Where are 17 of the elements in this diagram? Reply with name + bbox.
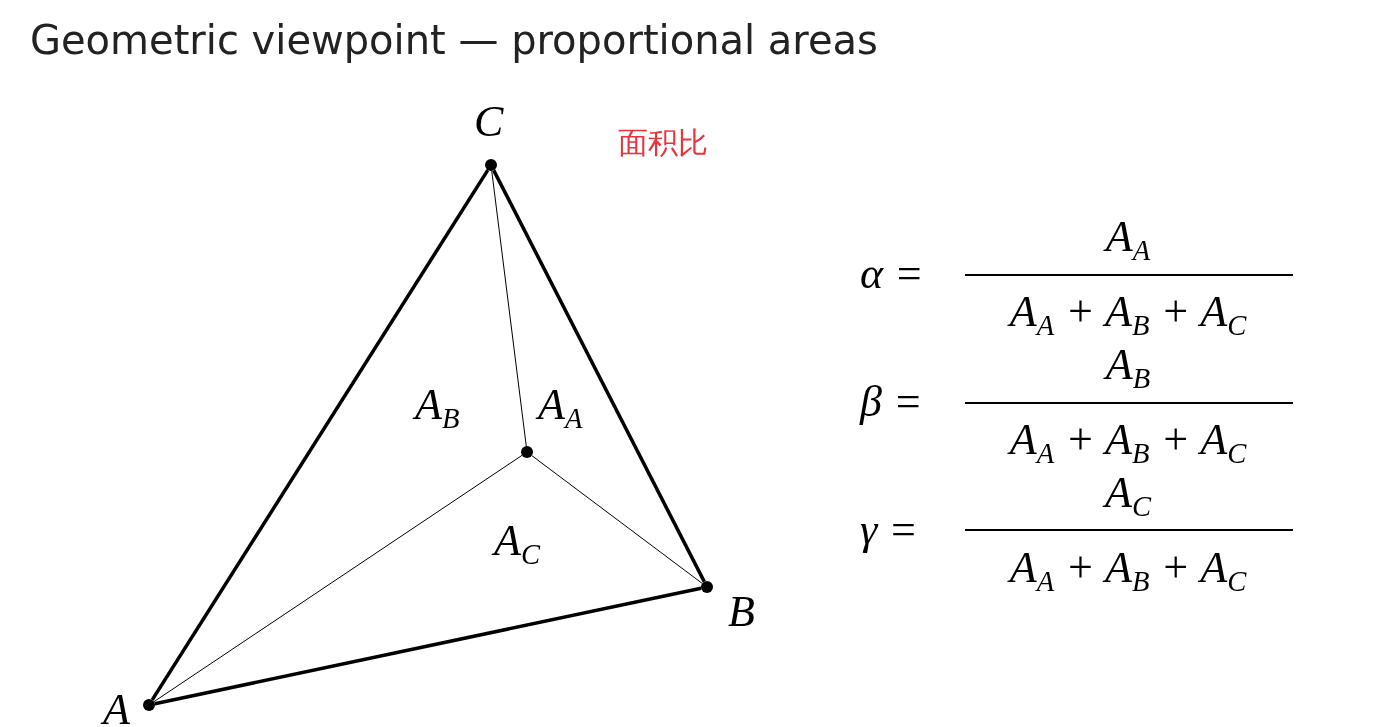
formula-numerator: A$_{A}$ [1105,215,1151,266]
formula-lhs: β = [860,380,923,424]
formula-denominator: A$_{A}$ + A$_{B}$ + A$_{C}$ [1009,290,1247,341]
triangle-line [491,170,527,447]
formula-denominator: A$_{A}$ + A$_{B}$ + A$_{C}$ [1009,418,1247,469]
formula-denominator: A$_{A}$ + A$_{B}$ + A$_{C}$ [1009,546,1247,597]
triangle-line [153,454,523,703]
triangle-line [150,169,490,701]
formula-numerator: A$_{B}$ [1105,343,1151,394]
triangle-line [492,169,706,583]
triangle-line [531,455,703,584]
triangle-line [154,586,702,706]
annotation-text: 面积比 [618,128,708,158]
formula-lhs: α = [860,252,924,296]
vertex-label: B [728,590,755,634]
vertex-label: C [474,100,504,144]
formula-lhs: γ = [860,508,919,552]
